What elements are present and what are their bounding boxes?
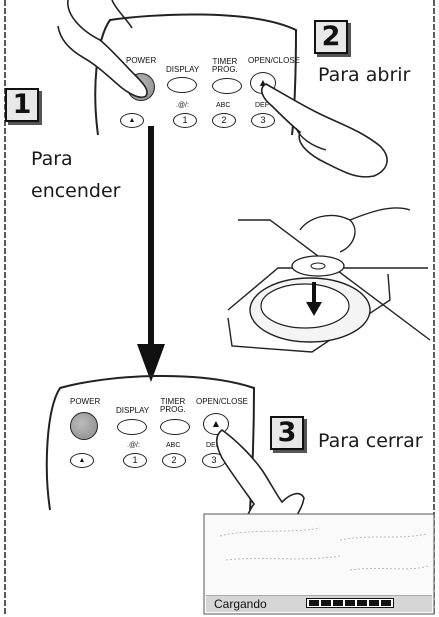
- progress-segment: [345, 600, 355, 606]
- remote-bottom-key1-top: .@/:: [127, 442, 140, 449]
- remote-bottom-display-label: DISPLAY: [116, 406, 150, 415]
- step-1-caption-line2: encender: [31, 180, 121, 202]
- step-2-badge: 2: [314, 20, 348, 54]
- loading-status-text: Cargando: [214, 597, 267, 611]
- progress-segment: [369, 600, 379, 606]
- remote-bottom-power-button[interactable]: [70, 412, 98, 440]
- remote-bottom-timer-label-line2: PROG.: [160, 405, 186, 414]
- remote-bottom-openclose-label: OPEN/CLOSE: [196, 397, 249, 406]
- remote-bottom-power-label: POWER: [70, 397, 101, 406]
- remote-bottom-key-1[interactable]: 1: [123, 453, 147, 468]
- remote-top-ch-up-key[interactable]: ▲: [120, 113, 144, 128]
- remote-bottom-display-button[interactable]: [117, 419, 147, 435]
- remote-bottom-timer-button[interactable]: [160, 419, 190, 435]
- step-3-badge: 3: [270, 416, 304, 450]
- remote-top-key-3[interactable]: 3: [251, 113, 275, 128]
- loading-progress-bar: [306, 598, 394, 608]
- remote-top-key-2[interactable]: 2: [212, 113, 236, 128]
- remote-top-timer-label: TIMER PROG.: [212, 58, 238, 74]
- remote-bottom-key-2[interactable]: 2: [162, 453, 186, 468]
- progress-segment: [333, 600, 343, 606]
- progress-segment: [309, 600, 319, 606]
- step-1-caption-line1: Para: [31, 148, 73, 170]
- remote-bottom-timer-label: TIMER PROG.: [160, 398, 186, 414]
- remote-top-timer-label-line1: TIMER: [212, 57, 238, 66]
- remote-top-key2-top: ABC: [216, 102, 231, 109]
- progress-segment: [381, 600, 391, 606]
- step-1-badge: 1: [5, 88, 39, 122]
- remote-top-key1-top: .@/:: [176, 102, 189, 109]
- loading-status-bar: Cargando: [206, 595, 432, 612]
- progress-segment: [357, 600, 367, 606]
- remote-top-display-label: DISPLAY: [166, 65, 200, 74]
- remote-top-timer-button[interactable]: [212, 78, 242, 94]
- remote-bottom-key2-top: ABC: [166, 442, 181, 449]
- remote-top-timer-label-line2: PROG.: [212, 65, 238, 74]
- remote-top-power-label: POWER: [126, 56, 157, 65]
- remote-top-key3-top: DEF: [255, 102, 269, 109]
- remote-top-key-1[interactable]: 1: [173, 113, 197, 128]
- step-2-caption: Para abrir: [318, 64, 411, 86]
- step-3-caption: Para cerrar: [318, 430, 423, 452]
- remote-bottom-key3-top: DEF: [206, 442, 220, 449]
- progress-segment: [321, 600, 331, 606]
- remote-top-openclose-label: OPEN/CLOSE: [248, 56, 301, 65]
- remote-bottom-timer-label-line1: TIMER: [160, 397, 186, 406]
- remote-bottom-ch-up-key[interactable]: ▲: [70, 453, 94, 468]
- remote-top-display-button[interactable]: [167, 77, 197, 93]
